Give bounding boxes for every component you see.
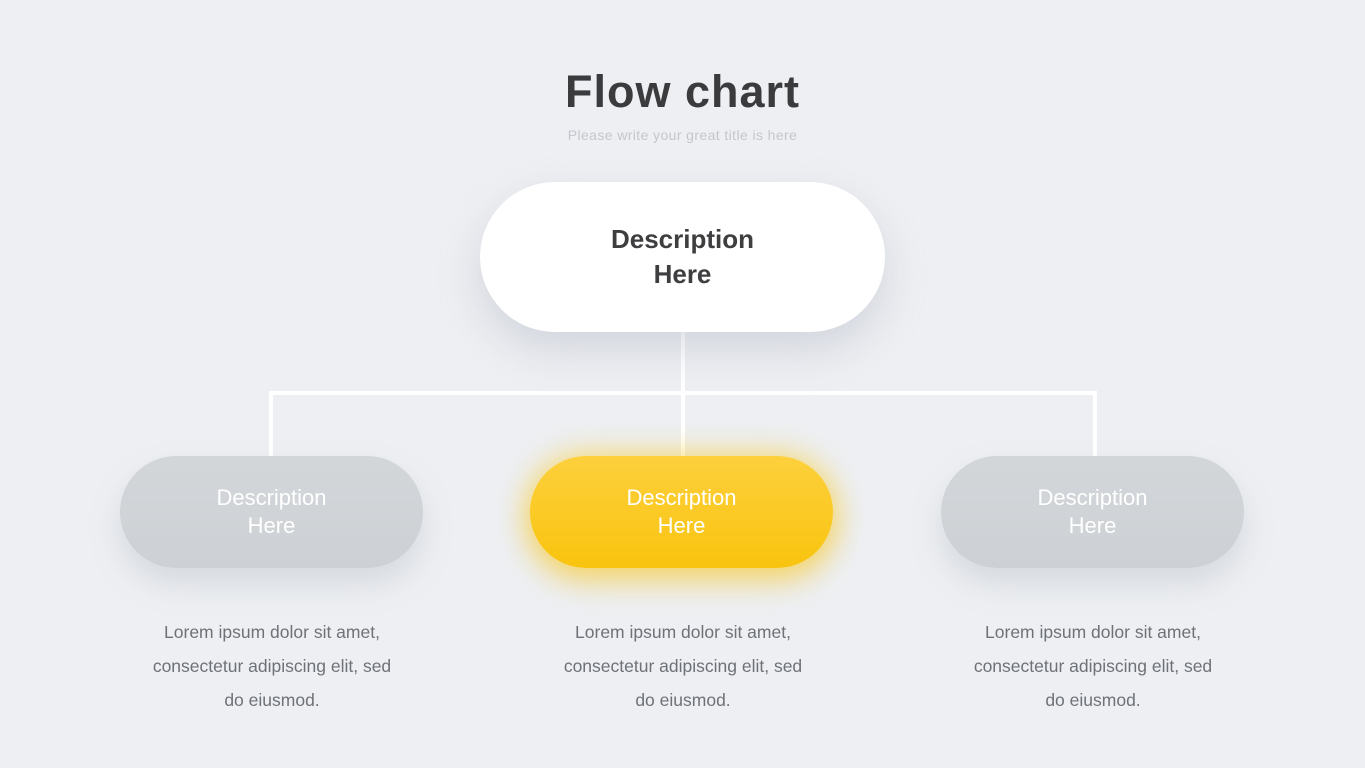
page-subtitle: Please write your great title is here	[567, 127, 798, 143]
connector-right-vertical	[1093, 391, 1097, 459]
flow-node-root[interactable]: Description Here	[480, 182, 885, 332]
child-2-description: Lorem ipsum dolor sit amet, consectetur …	[563, 622, 803, 710]
flow-node-child-1-label: Description Here	[216, 485, 327, 538]
connector-center-vertical	[681, 391, 685, 459]
flow-node-root-label: Description Here	[610, 224, 755, 289]
child-1-description: Lorem ipsum dolor sit amet, consectetur …	[152, 622, 392, 710]
flow-node-child-2-highlighted[interactable]: Description Here	[530, 456, 833, 568]
page-title: Flow chart	[564, 66, 801, 117]
connector-root-vertical	[681, 332, 685, 394]
flow-node-child-3[interactable]: Description Here	[941, 456, 1244, 568]
flow-node-child-1[interactable]: Description Here	[120, 456, 423, 568]
connector-left-vertical	[269, 391, 273, 459]
child-3-description: Lorem ipsum dolor sit amet, consectetur …	[973, 622, 1213, 710]
flow-node-child-3-label: Description Here	[1037, 485, 1148, 538]
flow-node-child-2-label: Description Here	[626, 485, 737, 538]
